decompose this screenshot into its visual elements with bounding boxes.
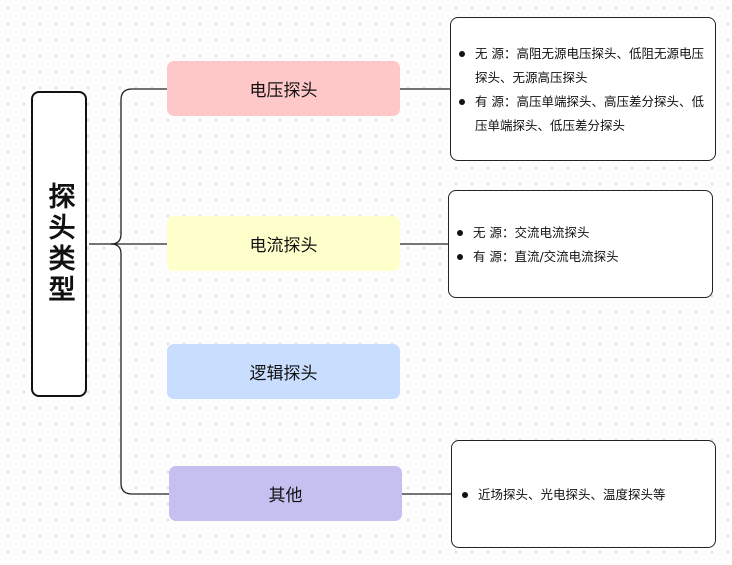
root-label: 探头类型 <box>43 182 75 306</box>
branch-voltage-probe: 电压探头 <box>167 61 400 116</box>
branch-line-other <box>110 243 169 495</box>
branch-other: 其他 <box>169 466 402 521</box>
branch-line-voltage <box>110 88 167 245</box>
branch-current-probe: 电流探头 <box>167 216 400 271</box>
detail-item: 近场探头、光电探头、温度探头等 <box>454 483 715 507</box>
detail-item: 有 源：高压单端探头、高压差分探头、低压单端探头、低压差分探头 <box>451 90 715 138</box>
detail-box-other: 近场探头、光电探头、温度探头等 <box>451 440 716 548</box>
detail-item: 有 源：直流/交流电流探头 <box>449 245 712 269</box>
branch-logic-probe: 逻辑探头 <box>167 344 400 399</box>
root-node: 探头类型 <box>31 91 87 397</box>
detail-box-voltage: 无 源：高阻无源电压探头、低阻无源电压探头、无源高压探头 有 源：高压单端探头、… <box>450 17 716 161</box>
detail-box-current: 无 源：交流电流探头 有 源：直流/交流电流探头 <box>448 190 713 298</box>
branch-label: 其他 <box>268 486 303 506</box>
detail-item: 无 源：交流电流探头 <box>449 221 712 245</box>
branch-label: 逻辑探头 <box>249 364 318 384</box>
detail-item: 无 源：高阻无源电压探头、低阻无源电压探头、无源高压探头 <box>451 42 715 90</box>
branch-label: 电压探头 <box>249 81 318 101</box>
branch-label: 电流探头 <box>249 236 318 256</box>
